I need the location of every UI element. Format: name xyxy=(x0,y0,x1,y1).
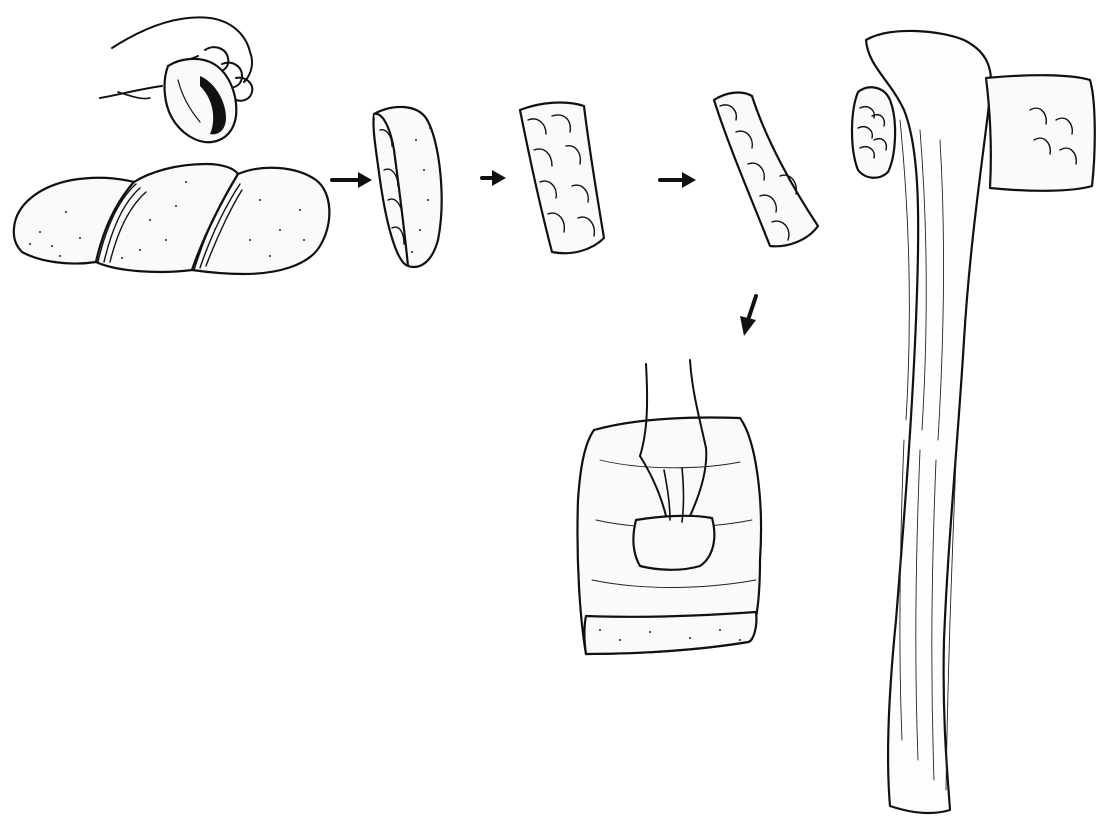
half-pebble-blank xyxy=(373,107,441,267)
hammerstone xyxy=(165,59,237,142)
grinding-on-slab xyxy=(577,360,761,654)
rough-flaked-blank xyxy=(520,103,604,254)
hafted-adze xyxy=(852,31,1095,813)
arrow-right-3 xyxy=(660,172,696,188)
split-pebble xyxy=(14,164,330,274)
shaped-adze-blade xyxy=(714,93,818,247)
adze-blade-hafted xyxy=(986,75,1095,191)
arrow-right-2 xyxy=(482,170,506,186)
arrow-right-1 xyxy=(332,172,372,188)
binding xyxy=(852,87,895,177)
adze-blade-being-ground xyxy=(633,516,714,570)
hand-holding-hammerstone xyxy=(100,17,252,142)
arrow-down xyxy=(740,296,756,336)
